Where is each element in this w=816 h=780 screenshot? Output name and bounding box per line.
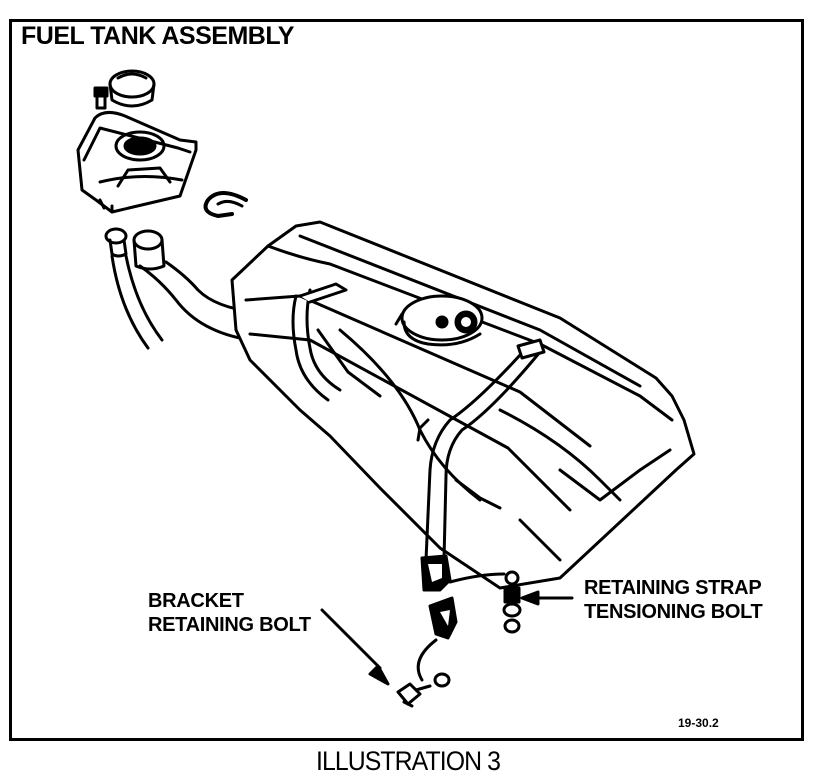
bracket-bolt-parts [396, 638, 451, 708]
retaining-strap [416, 338, 546, 562]
illustration-frame [9, 19, 804, 741]
strap-label-line1: RETAINING STRAP [584, 577, 762, 599]
tank-strap-front [291, 282, 348, 402]
neck-coupling [104, 227, 166, 271]
vent-valve [93, 86, 109, 110]
figure-code: 19-30.2 [678, 716, 719, 730]
strap-bolt-label: RETAINING STRAP TENSIONING BOLT [584, 576, 763, 624]
vent-hose [110, 254, 164, 350]
fuel-tank-body [230, 220, 696, 590]
bracket-label-line1: BRACKET [148, 590, 244, 612]
strap-label-line2: TENSIONING BOLT [584, 601, 763, 623]
bracket-bolt-arrow [320, 608, 382, 670]
hose-clamp [203, 191, 248, 218]
fuel-cap [108, 69, 156, 108]
bracket-label-line2: RETAINING BOLT [148, 614, 311, 636]
diagram-title: FUEL TANK ASSEMBLY [21, 22, 294, 50]
strap-bracket [420, 554, 458, 640]
illustration-caption: ILLUSTRATION 3 [315, 746, 501, 776]
bracket-arrowhead [368, 664, 390, 686]
fuel-pump-flange [394, 294, 484, 347]
tensioning-bolt-parts [448, 570, 522, 634]
strap-arrowhead [520, 590, 540, 606]
filler-housing [76, 111, 198, 214]
bracket-bolt-label: BRACKET RETAINING BOLT [148, 589, 311, 637]
